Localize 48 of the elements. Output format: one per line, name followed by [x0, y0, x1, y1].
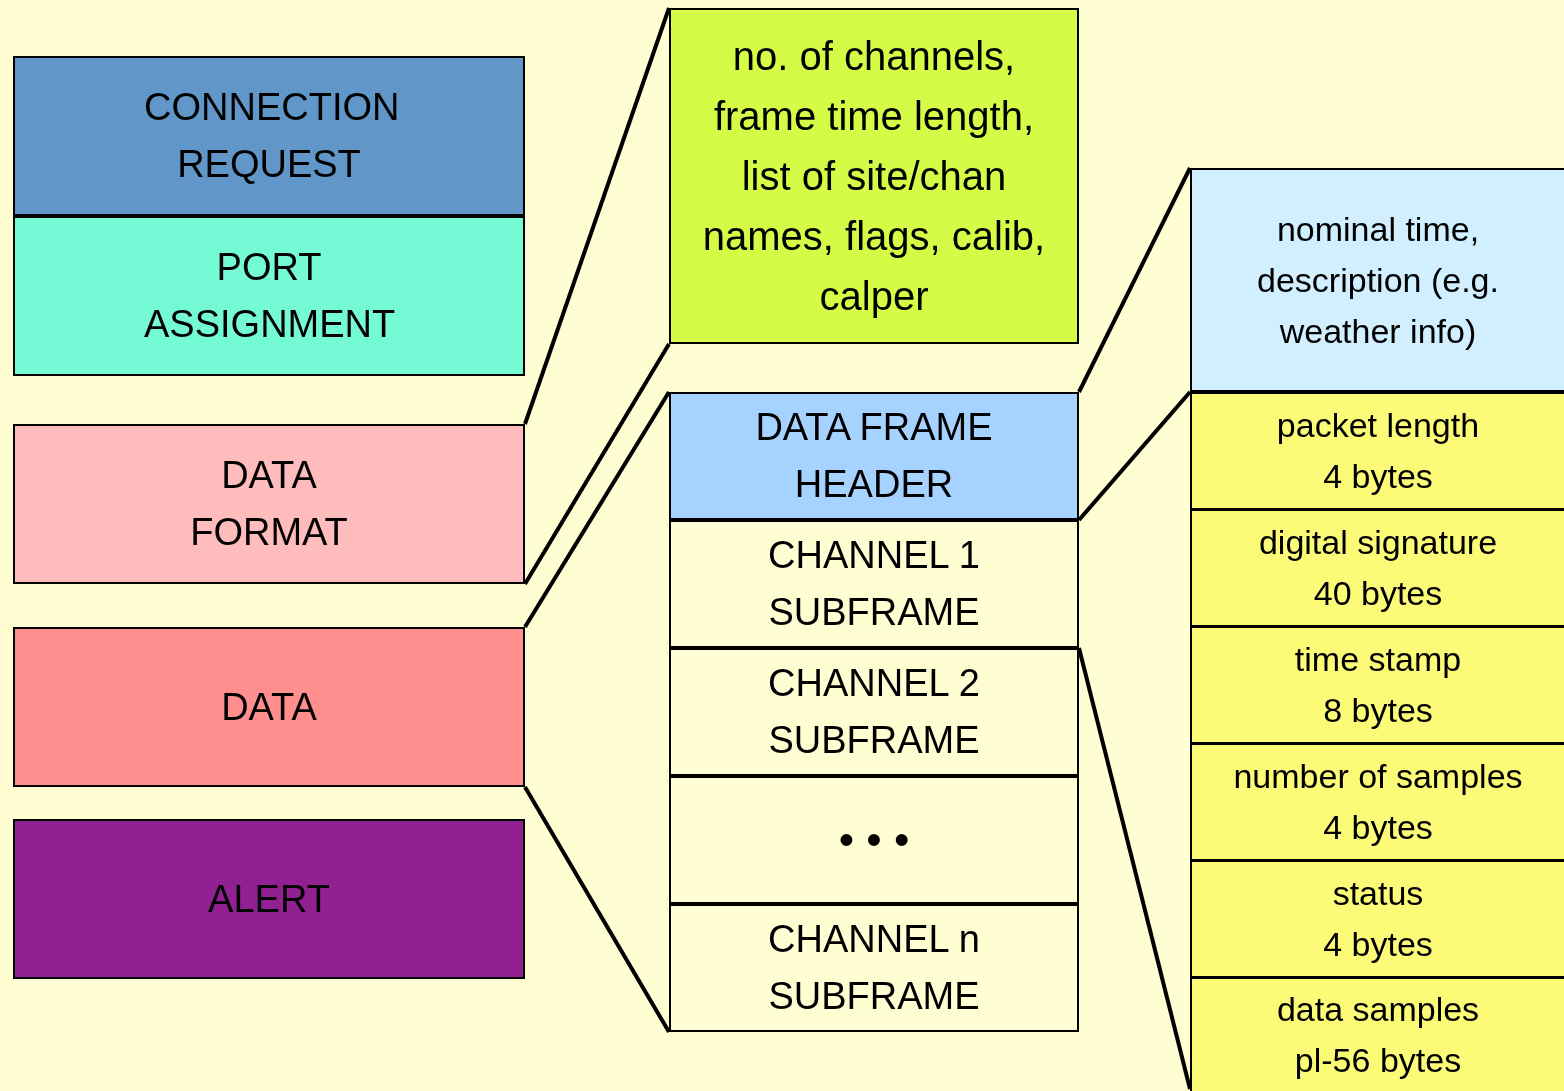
frame-section-box	[669, 392, 1079, 520]
connector-line	[1077, 167, 1192, 393]
box-label: CHANNEL n SUBFRAME	[767, 917, 981, 1019]
box-label: 40 bytes	[1313, 573, 1443, 614]
box-label: 4 bytes	[1323, 924, 1433, 965]
connector-line	[523, 342, 671, 586]
frame-section-box	[669, 648, 1079, 776]
box-label: DATA	[221, 684, 317, 730]
box-label: no. of channels, frame time length, list of site/chan names, flags, calib, calper	[701, 33, 1047, 320]
frame-section-box	[669, 776, 1079, 904]
field-box	[1190, 860, 1564, 978]
box-label: nominal time, description (e.g. weather info)	[1256, 208, 1500, 352]
description-box	[669, 8, 1079, 344]
box-label: packet length	[1276, 405, 1480, 446]
message-type-box	[13, 56, 525, 216]
field-box	[1190, 977, 1564, 1091]
box-label: CHANNEL 2 SUBFRAME	[767, 661, 981, 763]
box-label: DATA FORMAT	[189, 453, 349, 555]
box-label: 4 bytes	[1323, 807, 1433, 848]
box-label: time stamp	[1294, 639, 1462, 680]
box-label: DATA FRAME HEADER	[754, 405, 994, 507]
connector-line	[523, 7, 671, 425]
message-type-box	[13, 627, 525, 787]
box-label: PORT ASSIGNMENT	[144, 245, 394, 347]
box-label: CHANNEL 1 SUBFRAME	[767, 533, 981, 635]
box-label: ALERT	[208, 876, 330, 922]
field-box	[1190, 743, 1564, 861]
connector-line	[523, 390, 671, 629]
box-label: digital signature	[1258, 522, 1498, 563]
connector-line	[523, 786, 671, 1033]
box-label: data samples	[1276, 989, 1480, 1030]
frame-section-box	[669, 904, 1079, 1032]
field-box	[1190, 168, 1564, 392]
box-label: status	[1332, 873, 1424, 914]
box-label: 4 bytes	[1323, 456, 1433, 497]
field-box	[1190, 626, 1564, 744]
field-box	[1190, 392, 1564, 510]
message-type-box	[13, 819, 525, 979]
box-label: number of samples	[1233, 756, 1523, 797]
message-type-box	[13, 216, 525, 376]
connector-line	[1077, 647, 1192, 1090]
box-label: • • •	[838, 814, 910, 866]
field-box	[1190, 509, 1564, 627]
connector-line	[1077, 390, 1192, 522]
message-type-box	[13, 424, 525, 584]
box-label: pl-56 bytes	[1294, 1040, 1462, 1081]
box-label: 8 bytes	[1323, 690, 1433, 731]
frame-section-box	[669, 520, 1079, 648]
